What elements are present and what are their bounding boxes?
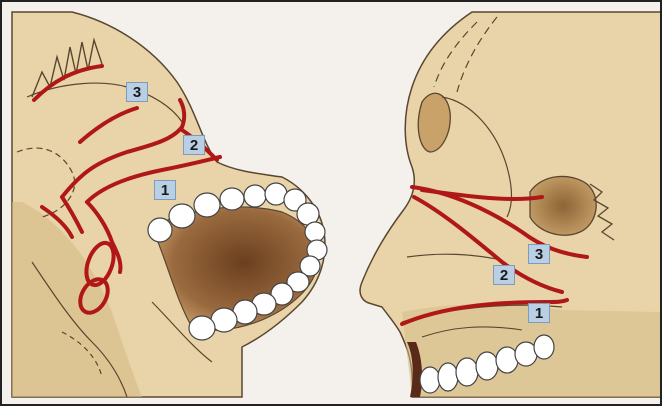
- left-label-2: 2: [183, 135, 205, 155]
- right-label-2: 2: [493, 265, 515, 285]
- left-label-3: 3: [126, 82, 148, 102]
- left-label-1: 1: [154, 180, 176, 200]
- right-figure: [360, 12, 662, 397]
- left-figure: [12, 12, 327, 397]
- right-label-3: 3: [528, 244, 550, 264]
- right-sphenoid-sinus: [530, 176, 596, 235]
- right-label-1: 1: [528, 303, 550, 323]
